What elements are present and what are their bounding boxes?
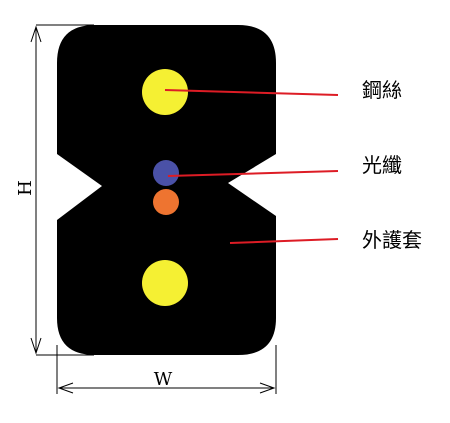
width-arrow-right [259,382,276,394]
leader-line-optical-fiber [167,170,339,177]
label-steel-wire: 鋼絲 [362,78,402,102]
height-arrow-bottom [30,337,42,355]
height-dimension [30,24,94,356]
width-arrow-left [57,382,74,394]
steel-wire-top [142,69,188,115]
height-label: H [15,180,36,196]
leader-line-outer-jacket [229,238,339,244]
label-optical-fiber: 光纖 [362,153,402,177]
width-dimension [56,345,277,394]
leader-line-steel-wire [164,89,339,96]
height-arrow-top [30,25,42,43]
optical-fiber-blue [153,160,179,186]
label-outer-jacket: 外護套 [362,228,422,252]
width-label: W [154,369,173,390]
steel-wire-bottom [142,260,188,306]
optical-fiber-orange [153,189,179,215]
